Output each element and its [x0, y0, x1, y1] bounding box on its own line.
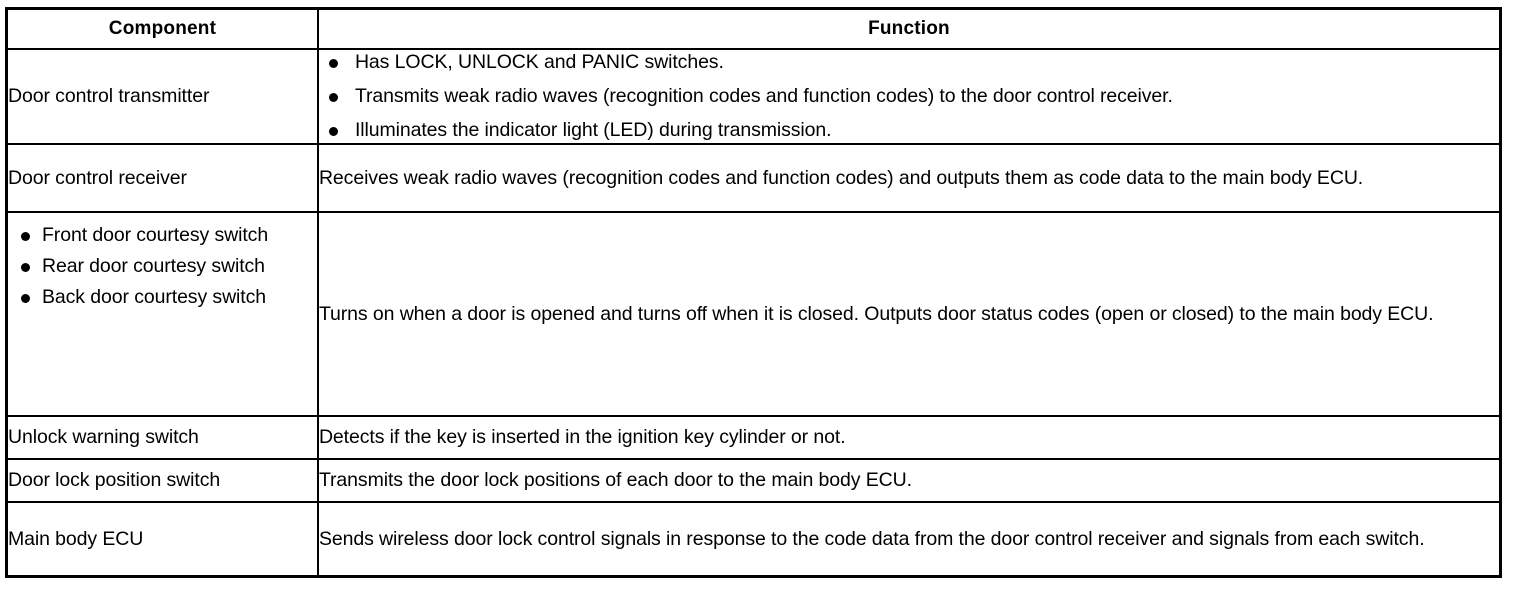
table-row-main-body-ecu: Main body ECU Sends wireless door lock c…	[5, 501, 1502, 578]
cell-component-door-control-receiver: Door control receiver	[5, 143, 319, 213]
list-item: Illuminates the indicator light (LED) du…	[319, 118, 1499, 143]
list-item: Has LOCK, UNLOCK and PANIC switches.	[319, 50, 1499, 75]
list-item-label: Has LOCK, UNLOCK and PANIC switches.	[354, 51, 724, 73]
cell-component-courtesy-switches: Front door courtesy switch Rear door cou…	[5, 211, 319, 417]
component-label: Main body ECU	[8, 527, 144, 550]
table-row-courtesy-switches: Front door courtesy switch Rear door cou…	[5, 211, 1502, 417]
component-label: Door lock position switch	[8, 469, 221, 491]
column-header-function: Function	[316, 7, 1502, 50]
table-row-door-lock-position-switch: Door lock position switch Transmits the …	[5, 458, 1502, 503]
table-row-door-control-transmitter: Door control transmitter Has LOCK, UNLOC…	[5, 48, 1502, 145]
component-label: Door control receiver	[8, 166, 187, 189]
column-header-component: Component	[5, 7, 319, 50]
component-bullet-list: Front door courtesy switch Rear door cou…	[8, 223, 317, 310]
cell-function-unlock-warning-switch: Detects if the key is inserted in the ig…	[316, 415, 1502, 460]
bullet-dot-icon	[21, 294, 30, 303]
component-function-table: Component Function Door control transmit…	[5, 7, 1502, 578]
table-row-unlock-warning-switch: Unlock warning switch Detects if the key…	[5, 415, 1502, 460]
function-bullet-list: Has LOCK, UNLOCK and PANIC switches. Tra…	[319, 50, 1499, 143]
cell-component-unlock-warning-switch: Unlock warning switch	[5, 415, 319, 460]
list-item: Transmits weak radio waves (recognition …	[319, 84, 1499, 109]
cell-component-door-lock-position-switch: Door lock position switch	[5, 458, 319, 503]
table-header: Component Function	[5, 7, 1502, 50]
cell-function-door-lock-position-switch: Transmits the door lock positions of eac…	[316, 458, 1502, 503]
function-text: Sends wireless door lock control signals…	[318, 527, 1425, 550]
function-text: Receives weak radio waves (recognition c…	[318, 166, 1364, 189]
table-body: Door control transmitter Has LOCK, UNLOC…	[5, 48, 1502, 578]
bullet-dot-icon	[21, 263, 30, 272]
table-row-door-control-receiver: Door control receiver Receives weak radi…	[5, 143, 1502, 213]
component-label: Door control transmitter	[8, 85, 210, 107]
bullet-dot-icon	[328, 127, 338, 136]
header-row: Component Function	[5, 7, 1502, 50]
function-text: Turns on when a door is opened and turns…	[318, 302, 1434, 325]
cell-function-door-control-receiver: Receives weak radio waves (recognition c…	[316, 143, 1502, 213]
cell-component-door-control-transmitter: Door control transmitter	[5, 48, 319, 145]
list-item-label: Back door courtesy switch	[42, 286, 267, 308]
bullet-dot-icon	[328, 93, 338, 102]
cell-function-door-control-transmitter: Has LOCK, UNLOCK and PANIC switches. Tra…	[316, 48, 1502, 145]
cell-function-courtesy-switches: Turns on when a door is opened and turns…	[316, 211, 1502, 417]
list-item-label: Transmits weak radio waves (recognition …	[354, 85, 1173, 107]
component-label: Unlock warning switch	[8, 426, 199, 448]
bullet-dot-icon	[328, 59, 338, 68]
list-item-label: Illuminates the indicator light (LED) du…	[354, 119, 832, 141]
bullet-dot-icon	[21, 232, 30, 241]
function-text: Detects if the key is inserted in the ig…	[318, 426, 846, 448]
cell-function-main-body-ecu: Sends wireless door lock control signals…	[316, 501, 1502, 578]
list-item-label: Front door courtesy switch	[42, 224, 269, 246]
function-text: Transmits the door lock positions of eac…	[318, 469, 912, 491]
list-item: Rear door courtesy switch	[8, 254, 317, 279]
list-item: Back door courtesy switch	[8, 285, 317, 310]
list-item: Front door courtesy switch	[8, 223, 317, 248]
list-item-label: Rear door courtesy switch	[42, 255, 265, 277]
cell-component-main-body-ecu: Main body ECU	[5, 501, 319, 578]
